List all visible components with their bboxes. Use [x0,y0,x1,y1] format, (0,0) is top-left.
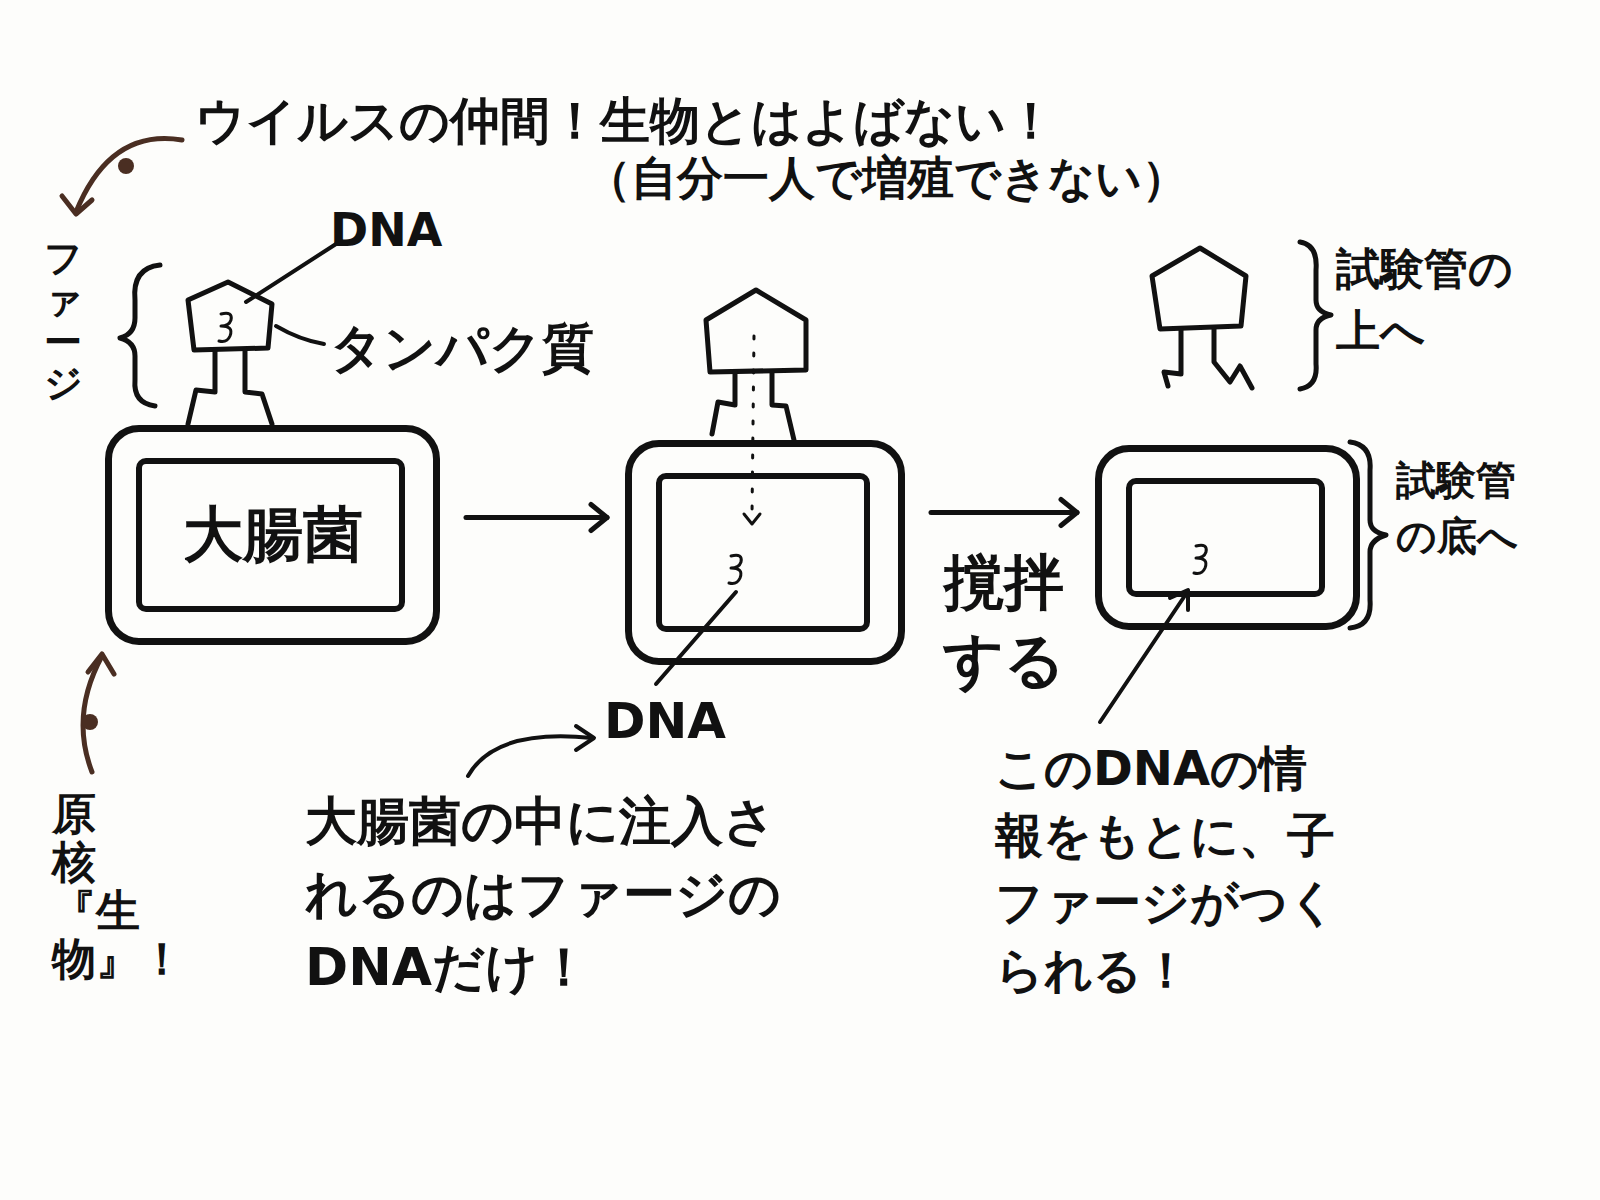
note-text: 試験管の底へ [1396,452,1526,564]
note-arrow [82,654,114,772]
cell-inner-membrane [656,473,870,632]
cell-box [1095,445,1360,630]
note-text: 試験管の上へ [1336,238,1526,361]
phage [706,290,806,583]
brace [1300,242,1331,389]
cell-box: 大腸菌 [105,425,440,645]
note-text: タンパク質 [330,312,594,385]
leader-line [276,326,324,344]
leader-line [656,592,736,684]
phage [188,282,272,424]
edge-label: 撹拌する [939,543,1069,699]
process-arrow [931,500,1077,526]
cell-box [625,440,905,665]
process-arrow [466,505,607,531]
dna-squiggle [1194,545,1206,573]
note-arrow [62,139,182,215]
vertical-note: ファージ [44,238,82,405]
note-text: （自分一人で増殖できない） [585,146,1188,210]
note-text: 大腸菌の中に注入されるのはファージのDNAだけ！ [305,785,805,1003]
note-arrow [468,726,594,776]
note-text: DNA [604,686,726,756]
cell-inner-membrane [1126,478,1325,597]
leader-line [246,244,336,302]
phage [1152,248,1252,388]
brace [120,265,160,406]
note-text: DNA [330,198,442,262]
leader-arrow [1100,590,1188,722]
note-text: このDNAの情報をもとに、子ファージがつくられる！ [995,735,1340,1004]
note-text: ウイルスの仲間！生物とはよばない！ [195,86,1056,156]
vertical-note: 原核『生物』！ [52,790,96,984]
cell-name: 大腸菌 [183,495,363,576]
